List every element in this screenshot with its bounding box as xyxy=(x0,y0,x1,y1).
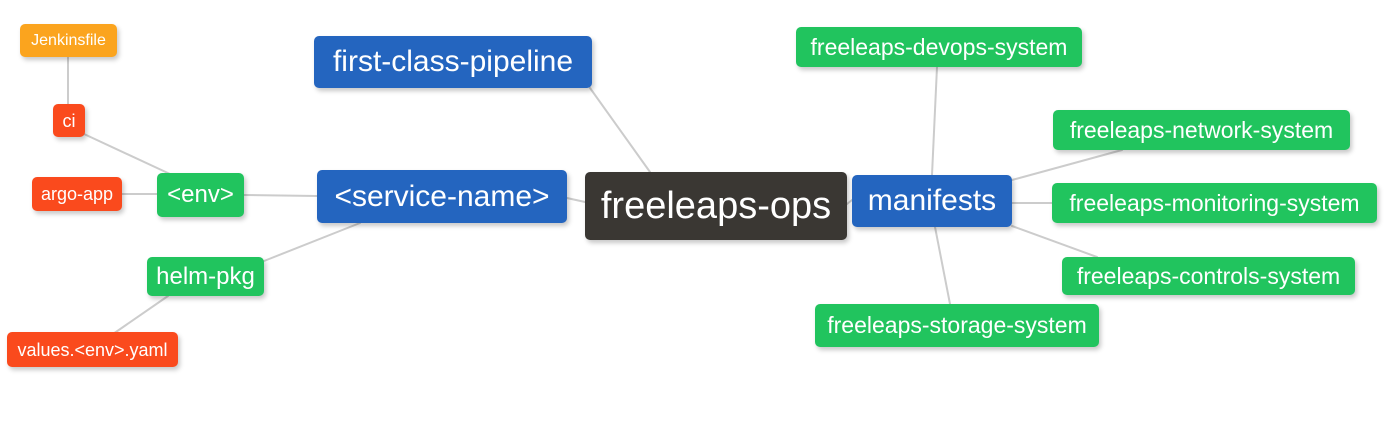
edge-manifests-to-freeleaps-network-system xyxy=(1011,149,1123,181)
node-freeleaps-network-system[interactable]: freeleaps-network-system xyxy=(1053,110,1350,150)
edge-manifests-to-freeleaps-storage-system xyxy=(934,226,951,305)
node-argo-app[interactable]: argo-app xyxy=(32,177,122,211)
node-helm-pkg[interactable]: helm-pkg xyxy=(147,257,264,296)
node-ci[interactable]: ci xyxy=(53,104,85,137)
node-first-class-pipeline[interactable]: first-class-pipeline xyxy=(314,36,592,88)
node-freeleaps-storage-system[interactable]: freeleaps-storage-system xyxy=(815,304,1099,347)
edge-freeleaps-ops-to-manifests xyxy=(846,199,853,205)
edge-service-name-to-freeleaps-ops xyxy=(566,197,586,203)
edge-manifests-to-freeleaps-devops-system xyxy=(931,66,938,176)
edge-helm-pkg-to-values-env-yaml xyxy=(112,295,169,335)
node-freeleaps-ops[interactable]: freeleaps-ops xyxy=(585,172,847,240)
node-manifests[interactable]: manifests xyxy=(852,175,1012,227)
edge-ci-to-env xyxy=(83,133,171,175)
node-env[interactable]: <env> xyxy=(157,173,244,217)
edge-service-name-to-helm-pkg xyxy=(263,222,361,262)
node-freeleaps-monitoring-system[interactable]: freeleaps-monitoring-system xyxy=(1052,183,1377,223)
node-jenkinsfile[interactable]: Jenkinsfile xyxy=(20,24,117,57)
edge-first-class-pipeline-to-freeleaps-ops xyxy=(589,87,651,173)
edge-env-to-service-name xyxy=(243,194,318,197)
node-values-env-yaml[interactable]: values.<env>.yaml xyxy=(7,332,178,367)
node-service-name[interactable]: <service-name> xyxy=(317,170,567,223)
node-freeleaps-devops-system[interactable]: freeleaps-devops-system xyxy=(796,27,1082,67)
edge-manifests-to-freeleaps-controls-system xyxy=(1011,225,1098,258)
node-freeleaps-controls-system[interactable]: freeleaps-controls-system xyxy=(1062,257,1355,295)
